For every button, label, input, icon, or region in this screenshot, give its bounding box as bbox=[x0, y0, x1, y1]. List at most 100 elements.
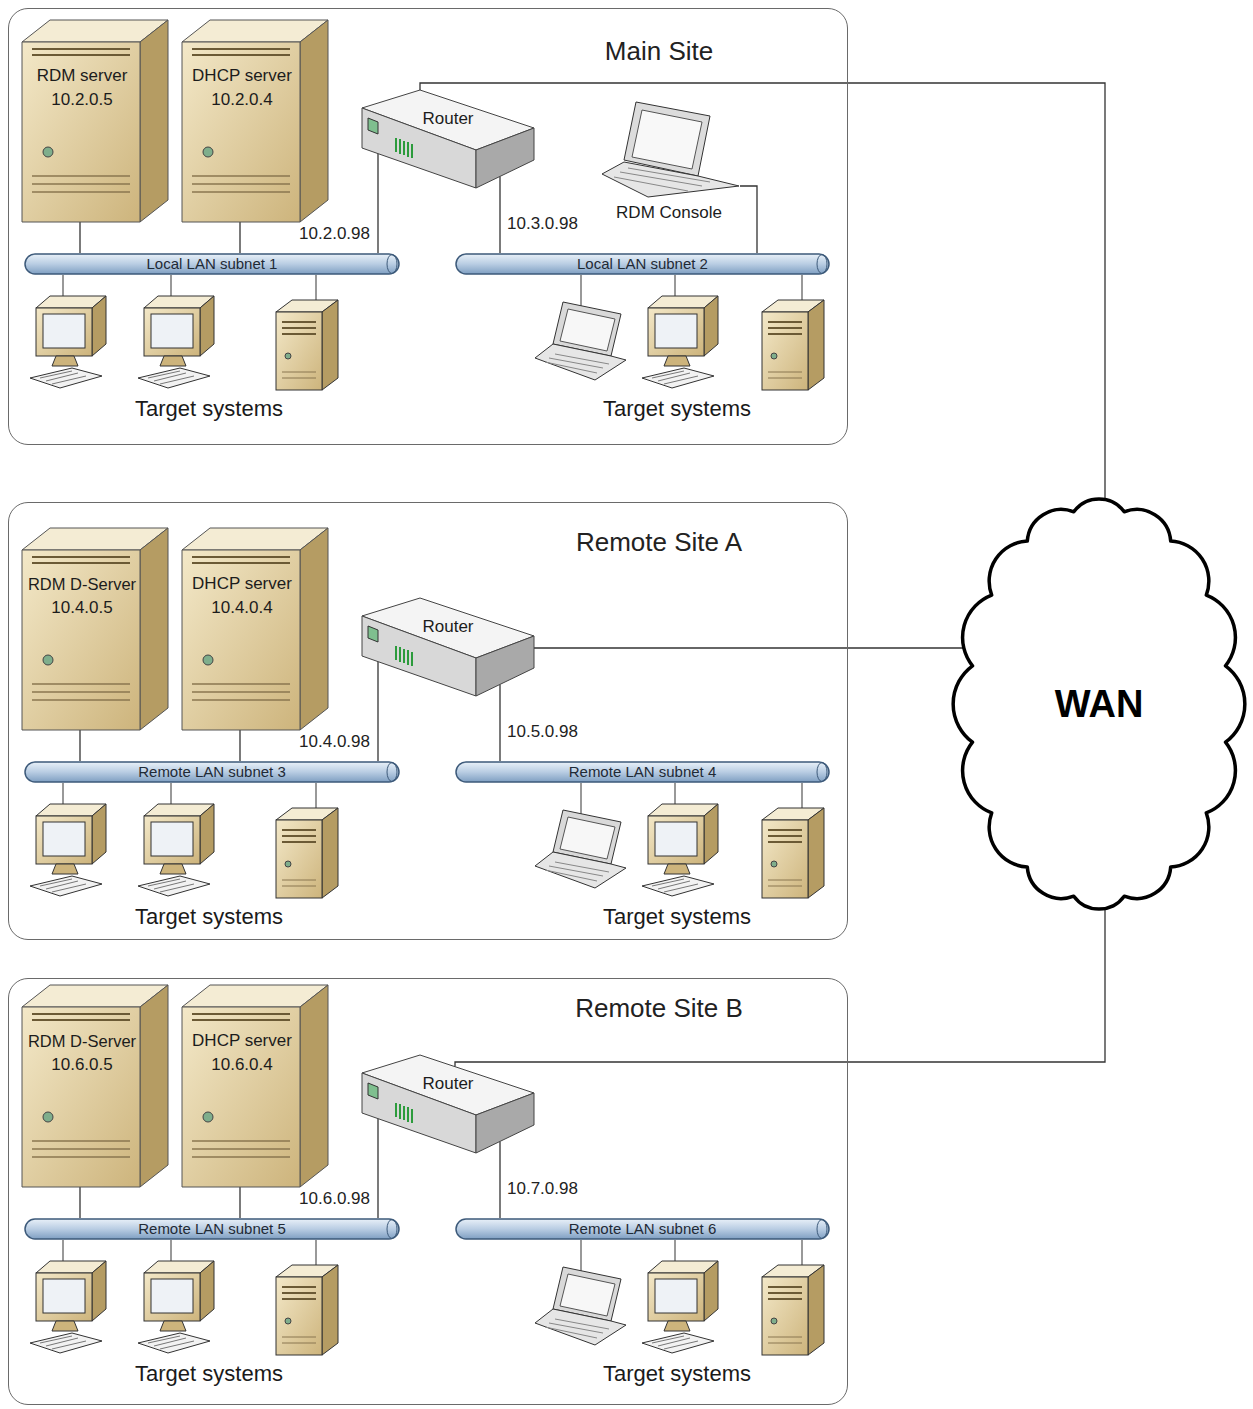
lan-drop-line bbox=[580, 1240, 581, 1273]
lan-drop-line bbox=[580, 783, 581, 816]
lan-subnet-bar: Remote LAN subnet 4 bbox=[455, 761, 830, 783]
console-label: RDM Console bbox=[598, 202, 740, 224]
router-icon-shape bbox=[360, 1053, 536, 1177]
server-icon-shape bbox=[22, 16, 168, 222]
network-link bbox=[455, 908, 1105, 1067]
server-icon-shape bbox=[182, 16, 328, 222]
router-icon-shape bbox=[360, 596, 536, 720]
server-label: 10.2.0.5 bbox=[26, 88, 138, 112]
subnet-label: Remote LAN subnet 5 bbox=[34, 1218, 390, 1240]
tower-icon bbox=[762, 1265, 824, 1355]
lan-subnet-bar: Remote LAN subnet 5 bbox=[24, 1218, 400, 1240]
server-icon: RDM D-Server10.4.0.5 bbox=[22, 524, 168, 730]
network-link bbox=[499, 1141, 500, 1218]
server-label: 10.4.0.4 bbox=[186, 596, 298, 620]
group-label: Target systems bbox=[557, 1361, 797, 1387]
site-panel: Remote Site BRDM D-Server10.6.0.5DHCP se… bbox=[8, 978, 848, 1405]
site-title: Main Site bbox=[509, 36, 809, 66]
desktop-icon bbox=[642, 296, 718, 388]
tower-icon bbox=[276, 1265, 338, 1355]
laptop-icon bbox=[535, 810, 626, 888]
group-label: Target systems bbox=[89, 904, 329, 930]
site-panel: Main SiteRDM server10.2.0.5DHCP server10… bbox=[8, 8, 848, 445]
site-title: Remote Site A bbox=[509, 527, 809, 557]
network-link bbox=[377, 154, 378, 253]
router-icon-shape bbox=[360, 88, 536, 212]
server-icon-shape bbox=[182, 981, 328, 1187]
tower-icon bbox=[276, 300, 338, 390]
server-label: DHCP server bbox=[186, 572, 298, 596]
laptop-icon bbox=[535, 1267, 626, 1345]
router-label: Router bbox=[398, 617, 498, 637]
laptop-icon bbox=[535, 302, 626, 380]
network-link bbox=[377, 1119, 378, 1218]
router-label: Router bbox=[398, 109, 498, 129]
lan-drop-line bbox=[580, 275, 581, 308]
network-link bbox=[239, 1187, 240, 1218]
wan-cloud: WAN bbox=[950, 488, 1248, 920]
network-link bbox=[79, 1187, 80, 1218]
tower-icon bbox=[762, 808, 824, 898]
desktop-icon bbox=[138, 296, 214, 388]
wan-label: WAN bbox=[980, 681, 1218, 727]
group-label: Target systems bbox=[557, 396, 797, 422]
site-panel: Remote Site ARDM D-Server10.4.0.5DHCP se… bbox=[8, 502, 848, 940]
server-label: 10.6.0.5 bbox=[26, 1053, 138, 1077]
network-link bbox=[239, 222, 240, 253]
server-icon: RDM server10.2.0.5 bbox=[22, 16, 168, 222]
server-label: DHCP server bbox=[186, 64, 298, 88]
lan-subnet-bar: Remote LAN subnet 3 bbox=[24, 761, 400, 783]
server-label: 10.4.0.5 bbox=[26, 596, 138, 620]
server-label: 10.6.0.4 bbox=[186, 1053, 298, 1077]
server-icon: DHCP server10.2.0.4 bbox=[182, 16, 328, 222]
server-label: RDM D-Server bbox=[26, 572, 138, 596]
router-label: Router bbox=[398, 1074, 498, 1094]
rdm-console-laptop: RDM Console bbox=[598, 98, 740, 232]
server-label: DHCP server bbox=[186, 1029, 298, 1053]
router-icon: Router bbox=[360, 88, 536, 212]
interface-address: 10.4.0.98 bbox=[297, 732, 372, 752]
subnet-label: Local LAN subnet 2 bbox=[465, 253, 820, 275]
lan-subnet-bar: Local LAN subnet 2 bbox=[455, 253, 830, 275]
lan-subnet-bar: Local LAN subnet 1 bbox=[24, 253, 400, 275]
network-link bbox=[420, 83, 1105, 500]
desktop-icon bbox=[138, 1261, 214, 1353]
group-label: Target systems bbox=[557, 904, 797, 930]
interface-address: 10.5.0.98 bbox=[505, 722, 580, 742]
server-icon-shape bbox=[22, 981, 168, 1187]
server-label: 10.2.0.4 bbox=[186, 88, 298, 112]
server-icon: DHCP server10.6.0.4 bbox=[182, 981, 328, 1187]
network-link bbox=[239, 730, 240, 761]
network-link bbox=[79, 730, 80, 761]
server-label: RDM server bbox=[26, 64, 138, 88]
subnet-label: Local LAN subnet 1 bbox=[34, 253, 390, 275]
subnet-label: Remote LAN subnet 4 bbox=[465, 761, 820, 783]
network-link bbox=[377, 662, 378, 761]
network-link bbox=[740, 186, 757, 253]
network-link bbox=[79, 222, 80, 253]
server-icon-shape bbox=[182, 524, 328, 730]
router-icon: Router bbox=[360, 1053, 536, 1177]
desktop-icon bbox=[30, 1261, 106, 1353]
server-icon: DHCP server10.4.0.4 bbox=[182, 524, 328, 730]
desktop-icon bbox=[30, 296, 106, 388]
subnet-label: Remote LAN subnet 6 bbox=[465, 1218, 820, 1240]
interface-address: 10.3.0.98 bbox=[505, 214, 580, 234]
rdm-console-laptop-shape bbox=[598, 98, 740, 198]
server-icon-shape bbox=[22, 524, 168, 730]
desktop-icon bbox=[30, 804, 106, 896]
desktop-icon bbox=[138, 804, 214, 896]
interface-address: 10.7.0.98 bbox=[505, 1179, 580, 1199]
network-link bbox=[534, 647, 964, 648]
router-icon: Router bbox=[360, 596, 536, 720]
interface-address: 10.2.0.98 bbox=[297, 224, 372, 244]
server-label: RDM D-Server bbox=[26, 1029, 138, 1053]
site-title: Remote Site B bbox=[509, 993, 809, 1023]
tower-icon bbox=[762, 300, 824, 390]
server-icon: RDM D-Server10.6.0.5 bbox=[22, 981, 168, 1187]
lan-subnet-bar: Remote LAN subnet 6 bbox=[455, 1218, 830, 1240]
desktop-icon bbox=[642, 1261, 718, 1353]
network-link bbox=[499, 176, 500, 253]
subnet-label: Remote LAN subnet 3 bbox=[34, 761, 390, 783]
desktop-icon bbox=[642, 804, 718, 896]
